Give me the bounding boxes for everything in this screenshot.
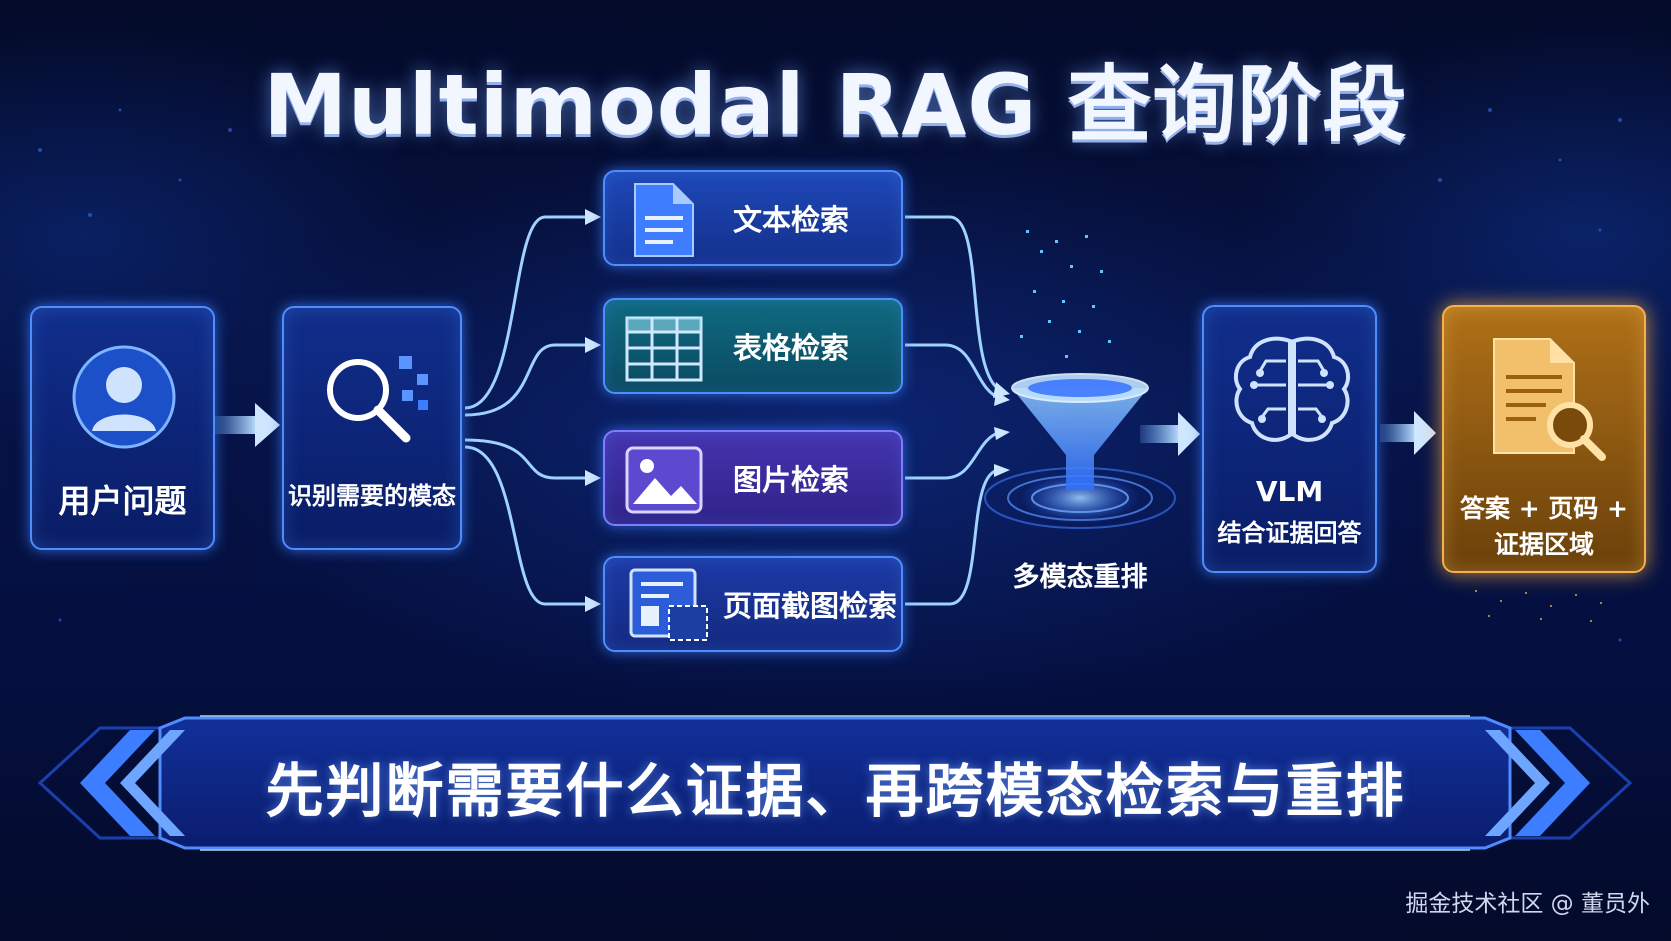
merge-connectors bbox=[905, 215, 1001, 606]
identify-modality-label: 识别需要的模态 bbox=[288, 482, 456, 510]
funnel-icon bbox=[984, 373, 1176, 529]
page-title: Multimodal RAG 查询阶段 bbox=[263, 56, 1408, 154]
branch-connectors bbox=[464, 215, 585, 606]
document-icon bbox=[634, 183, 694, 257]
vlm-node: VLM 结合证据回答 bbox=[1202, 305, 1377, 573]
arrow-vlm-to-output bbox=[1380, 411, 1436, 455]
brain-icon bbox=[1233, 336, 1351, 442]
watermark: 掘金技术社区 @ 董员外 bbox=[1405, 891, 1650, 917]
search-icon bbox=[327, 356, 428, 443]
branch-screenshot bbox=[464, 445, 585, 606]
summary-banner: 先判断需要什么证据、再跨模态检索与重排 bbox=[265, 757, 1406, 825]
output-node: 答案 + 页码 + 证据区域 bbox=[1442, 305, 1646, 573]
branch-arrowheads bbox=[585, 209, 601, 612]
arrow-user-to-identify bbox=[215, 403, 280, 447]
output-glitter bbox=[1475, 590, 1602, 622]
table-icon bbox=[625, 316, 703, 382]
user-question-label: 用户问题 bbox=[58, 482, 187, 520]
branch-table bbox=[464, 343, 585, 417]
merge-image bbox=[905, 430, 1001, 480]
arrow-funnel-to-vlm bbox=[1140, 412, 1200, 456]
merge-table bbox=[905, 343, 1001, 400]
vlm-name: VLM bbox=[1255, 475, 1324, 508]
identify-modality-node: 识别需要的模态 bbox=[282, 306, 462, 550]
text-retrieval-box: 文本检索 bbox=[603, 170, 903, 266]
merge-text bbox=[905, 215, 1001, 392]
screenshot-retrieval-label: 页面截图检索 bbox=[723, 589, 898, 623]
funnel-particles bbox=[1020, 230, 1111, 358]
rerank-label: 多模态重排 bbox=[1012, 562, 1148, 593]
text-retrieval-label: 文本检索 bbox=[733, 203, 850, 237]
user-icon bbox=[72, 345, 176, 449]
user-question-node: 用户问题 bbox=[30, 306, 215, 550]
merge-arrowheads bbox=[993, 382, 1010, 477]
document-search-icon bbox=[1493, 338, 1606, 461]
screenshot-retrieval-box: 页面截图检索 bbox=[603, 556, 903, 652]
page-screenshot-icon bbox=[629, 568, 708, 641]
merge-screenshot bbox=[905, 468, 1001, 606]
vlm-description: 结合证据回答 bbox=[1217, 519, 1362, 547]
output-label-line1: 答案 + 页码 + bbox=[1459, 494, 1628, 523]
table-retrieval-box: 表格检索 bbox=[603, 298, 903, 394]
banner-shape bbox=[37, 715, 1633, 851]
branch-text bbox=[464, 215, 585, 410]
background-particles bbox=[38, 108, 1622, 642]
output-label-line2: 证据区域 bbox=[1493, 530, 1594, 559]
image-icon bbox=[625, 446, 703, 514]
image-retrieval-box: 图片检索 bbox=[603, 430, 903, 526]
table-retrieval-label: 表格检索 bbox=[733, 331, 850, 365]
branch-image bbox=[464, 438, 585, 480]
image-retrieval-label: 图片检索 bbox=[733, 463, 850, 497]
